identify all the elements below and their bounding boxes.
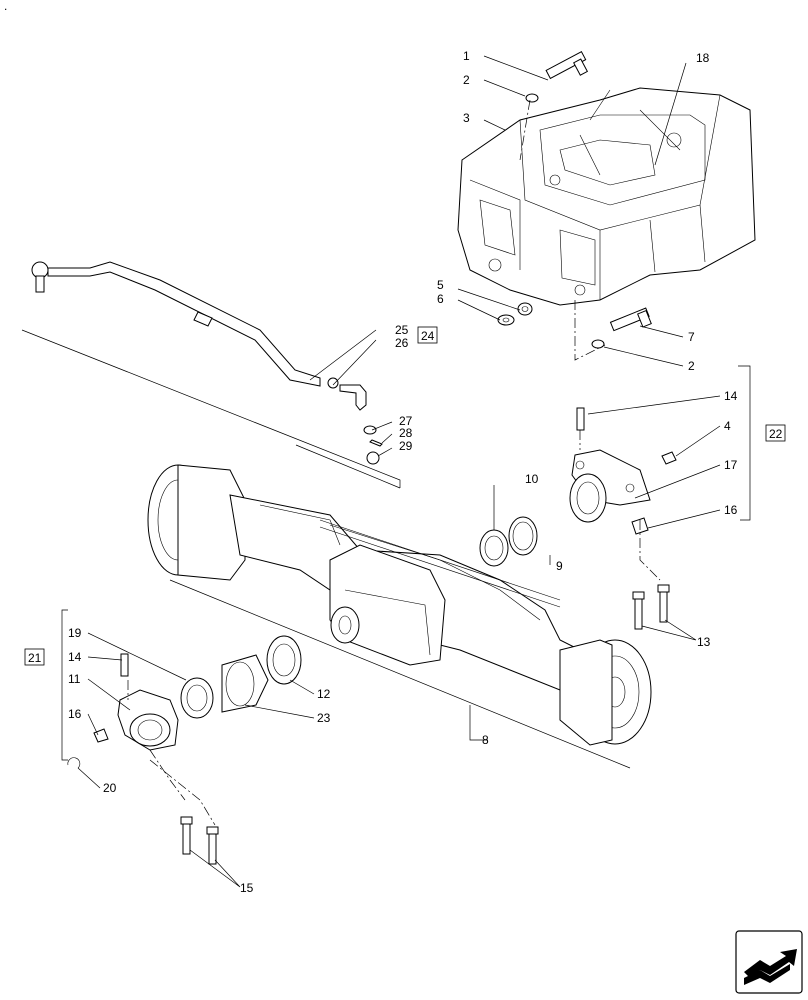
corner-mark: . (4, 0, 7, 13)
washer-6 (497, 314, 515, 326)
bolts-13 (632, 584, 670, 630)
split-pin-28 (369, 439, 383, 447)
bolts-15 (180, 816, 219, 865)
callout-8: 8 (482, 733, 489, 747)
callout-3: 3 (463, 111, 470, 125)
callout-labels: 1 2 3 18 5 6 7 2 14 4 17 16 10 9 13 19 1… (68, 49, 738, 895)
callout-1: 1 (463, 49, 470, 63)
callout-18: 18 (696, 51, 710, 65)
front-axle-housing (147, 464, 652, 746)
callout-29: 29 (399, 439, 413, 453)
callout-14-left: 14 (68, 650, 82, 664)
callout-25: 25 (395, 323, 409, 337)
svg-text:21: 21 (28, 651, 42, 665)
bush-10 (479, 529, 509, 567)
callout-9: 9 (556, 559, 563, 573)
callout-12: 12 (317, 687, 331, 701)
callout-13: 13 (697, 635, 711, 649)
callout-23: 23 (317, 711, 331, 725)
callout-16-left: 16 (68, 707, 82, 721)
leader-lines (21, 55, 751, 888)
washer-5 (517, 302, 533, 316)
bolt-1 (545, 51, 589, 80)
grease-fitting-4 (661, 451, 677, 465)
callout-27: 27 (399, 414, 413, 428)
callout-28: 28 (399, 426, 413, 440)
pin-14-right (576, 407, 585, 431)
callout-2-top: 2 (463, 73, 470, 87)
callout-2-lower: 2 (688, 359, 695, 373)
callout-16-right: 16 (724, 503, 738, 517)
callout-10: 10 (525, 472, 539, 486)
callout-15: 15 (240, 881, 254, 895)
bolt-7 (609, 307, 652, 332)
washer-2-lower (591, 339, 605, 349)
callout-6: 6 (437, 292, 444, 306)
svg-text:24: 24 (421, 329, 435, 343)
pivot-bracket-17 (569, 449, 651, 523)
callout-20: 20 (103, 781, 117, 795)
callout-19: 19 (68, 626, 82, 640)
boxed-callout-22[interactable]: 22 (765, 424, 786, 442)
svg-text:22: 22 (769, 427, 783, 441)
callout-17: 17 (724, 458, 738, 472)
bush-19 (180, 677, 214, 719)
pin-14-left (120, 653, 129, 677)
next-page-arrow-icon[interactable] (735, 930, 803, 994)
callout-14-right: 14 (724, 389, 738, 403)
circlip-20 (67, 757, 81, 769)
callout-5: 5 (437, 278, 444, 292)
washer-2-top (525, 93, 539, 103)
grease-fitting-16-left (93, 728, 109, 743)
boxed-callout-24[interactable]: 24 (417, 326, 438, 344)
front-axle-support-bracket (457, 87, 756, 306)
thrust-washer-12 (266, 635, 302, 685)
castle-nut-29 (366, 451, 380, 465)
callout-11: 11 (68, 672, 81, 686)
callout-26: 26 (395, 336, 409, 350)
pivot-bracket-11 (117, 689, 179, 751)
callout-4: 4 (724, 419, 731, 433)
tie-rod-assembly (31, 261, 383, 465)
callout-7: 7 (688, 330, 695, 344)
boxed-callout-21[interactable]: 21 (24, 648, 45, 666)
nut-27 (363, 425, 377, 435)
bush-23 (221, 654, 269, 713)
